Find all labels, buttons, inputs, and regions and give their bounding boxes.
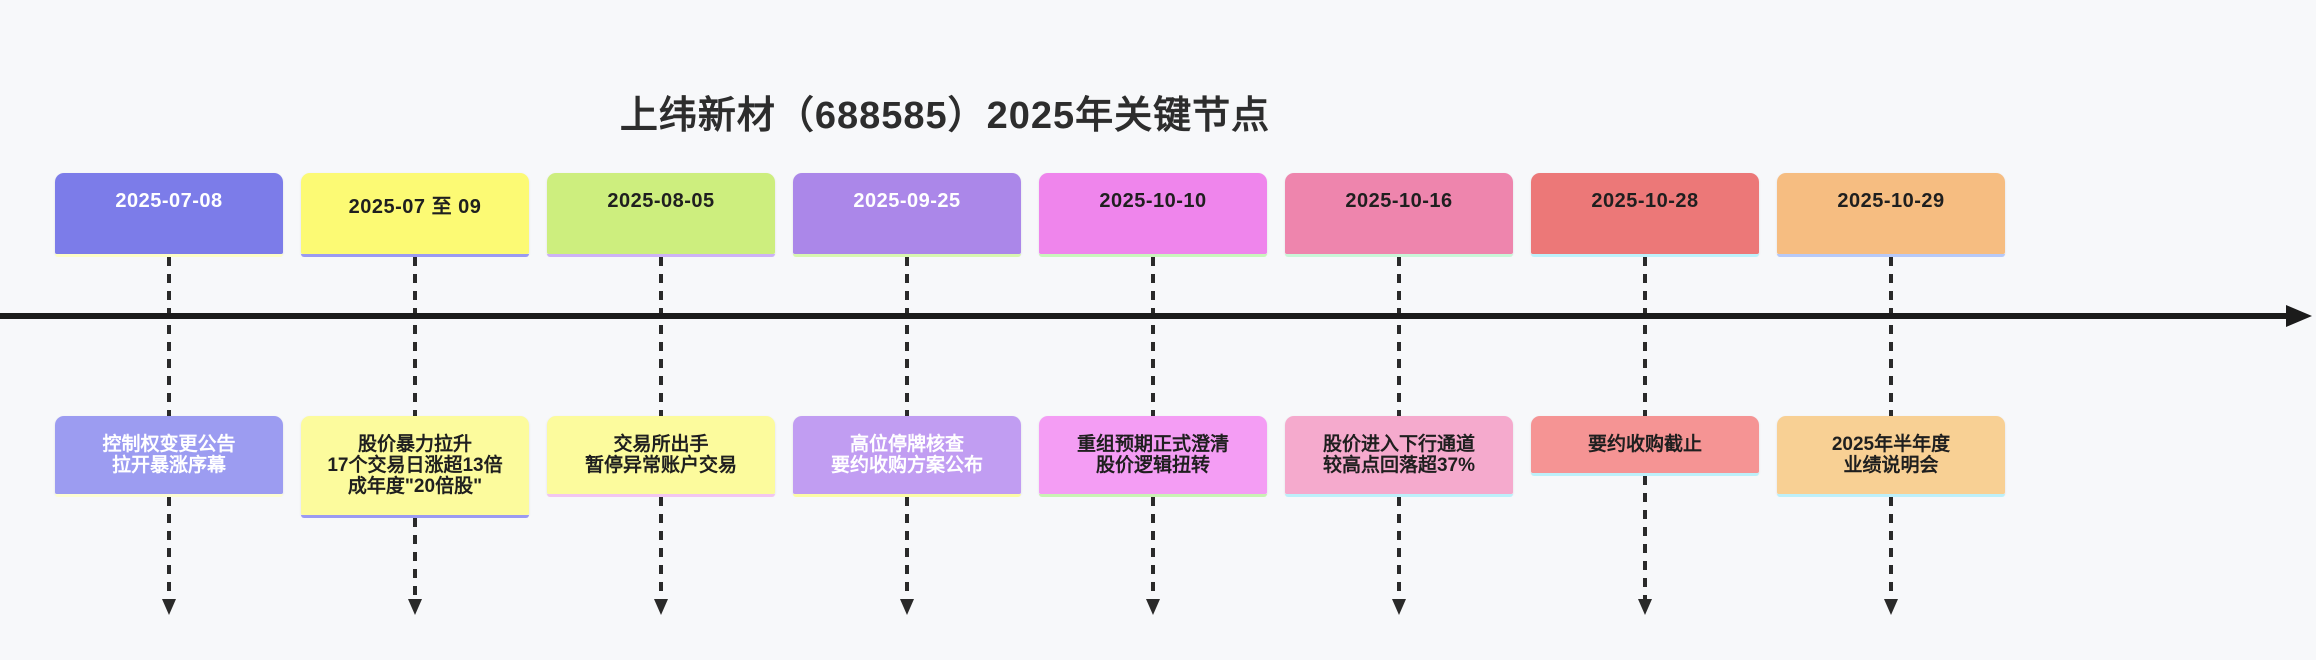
connector-dashed-line [1643, 257, 1647, 416]
connector-dashed-line [659, 497, 663, 599]
timeline-event-column: 2025-09-25 高位停牌核查要约收购方案公布 [784, 173, 1030, 615]
event-box-accent-strip [1285, 494, 1513, 497]
connector-dashed-line [1643, 476, 1647, 599]
event-description-line: 要约收购方案公布 [830, 455, 983, 476]
connector-dashed-line [1397, 257, 1401, 416]
event-description-line: 重组预期正式澄清 [1076, 434, 1229, 455]
event-description-line: 要约收购截止 [1587, 434, 1702, 455]
event-date-box: 2025-10-28 [1531, 173, 1759, 254]
timeline-event-column: 2025-10-29 2025年半年度业绩说明会 [1768, 173, 2014, 615]
event-description-line: 拉开暴涨序幕 [111, 455, 226, 476]
page-title: 上纬新材（688585）2025年关键节点 [619, 95, 1271, 137]
date-box-accent-strip [55, 254, 283, 257]
event-description-line: 股价进入下行通道 [1322, 434, 1475, 455]
connector-dashed-line [905, 497, 909, 599]
event-date-label: 2025-07 至 09 [348, 196, 482, 218]
event-box-accent-strip [793, 494, 1021, 497]
date-box-accent-strip [1285, 254, 1513, 257]
connector-dashed-line [167, 497, 171, 599]
date-box-accent-strip [301, 254, 529, 257]
event-description-box: 要约收购截止 [1531, 416, 1759, 473]
event-description-box: 交易所出手暂停异常账户交易 [547, 416, 775, 494]
down-arrow-icon [1638, 599, 1652, 615]
event-description-box: 高位停牌核查要约收购方案公布 [793, 416, 1021, 494]
timeline-axis-arrowhead-icon [2286, 305, 2312, 327]
event-box-accent-strip [1531, 473, 1759, 476]
down-arrow-icon [1884, 599, 1898, 615]
connector-dashed-line [1889, 257, 1893, 416]
connector-dashed-line [659, 257, 663, 416]
event-description-line: 2025年半年度 [1831, 434, 1951, 455]
event-description-line: 成年度"20倍股" [347, 476, 483, 497]
connector-dashed-line [905, 257, 909, 416]
timeline-event-column: 2025-07-08 控制权变更公告拉开暴涨序幕 [46, 173, 292, 615]
event-description-box: 2025年半年度业绩说明会 [1777, 416, 2005, 494]
event-date-label: 2025-10-16 [1345, 190, 1453, 212]
event-date-box: 2025-08-05 [547, 173, 775, 254]
event-date-box: 2025-07-08 [55, 173, 283, 254]
event-date-box: 2025-07 至 09 [301, 173, 529, 254]
event-date-label: 2025-10-29 [1837, 190, 1945, 212]
event-description-box: 股价进入下行通道较高点回落超37% [1285, 416, 1513, 494]
event-description-line: 业绩说明会 [1843, 455, 1939, 476]
event-date-label: 2025-09-25 [853, 190, 961, 212]
event-description-line: 控制权变更公告 [102, 434, 236, 455]
event-description-box: 重组预期正式澄清股价逻辑扭转 [1039, 416, 1267, 494]
connector-dashed-line [1397, 497, 1401, 599]
date-box-accent-strip [1039, 254, 1267, 257]
event-description-line: 较高点回落超37% [1322, 455, 1476, 476]
event-description-line: 17个交易日涨超13倍 [327, 455, 503, 476]
down-arrow-icon [900, 599, 914, 615]
event-description-line: 股价暴力拉升 [357, 434, 472, 455]
event-box-accent-strip [301, 515, 529, 518]
connector-dashed-line [1151, 257, 1155, 416]
connector-dashed-line [413, 257, 417, 416]
event-description-line: 高位停牌核查 [849, 434, 964, 455]
event-date-label: 2025-07-08 [115, 190, 223, 212]
event-date-label: 2025-08-05 [607, 190, 715, 212]
timeline-event-column: 2025-10-28 要约收购截止 [1522, 173, 1768, 615]
event-description-box: 控制权变更公告拉开暴涨序幕 [55, 416, 283, 494]
event-date-box: 2025-10-10 [1039, 173, 1267, 254]
connector-dashed-line [167, 257, 171, 416]
event-date-label: 2025-10-28 [1591, 190, 1699, 212]
timeline-columns: 2025-07-08 控制权变更公告拉开暴涨序幕 2025-07 至 09 股价… [46, 173, 2014, 615]
timeline-event-column: 2025-08-05 交易所出手暂停异常账户交易 [538, 173, 784, 615]
event-date-box: 2025-10-16 [1285, 173, 1513, 254]
down-arrow-icon [162, 599, 176, 615]
event-box-accent-strip [547, 494, 775, 497]
timeline-event-column: 2025-10-16 股价进入下行通道较高点回落超37% [1276, 173, 1522, 615]
connector-dashed-line [1889, 497, 1893, 599]
down-arrow-icon [1392, 599, 1406, 615]
event-description-line: 交易所出手 [613, 434, 709, 455]
down-arrow-icon [654, 599, 668, 615]
event-date-label: 2025-10-10 [1099, 190, 1207, 212]
down-arrow-icon [408, 599, 422, 615]
event-date-box: 2025-10-29 [1777, 173, 2005, 254]
connector-dashed-line [1151, 497, 1155, 599]
event-description-line: 暂停异常账户交易 [584, 455, 737, 476]
event-box-accent-strip [55, 494, 283, 497]
timeline-event-column: 2025-10-10 重组预期正式澄清股价逻辑扭转 [1030, 173, 1276, 615]
event-box-accent-strip [1777, 494, 2005, 497]
event-date-box: 2025-09-25 [793, 173, 1021, 254]
date-box-accent-strip [793, 254, 1021, 257]
connector-dashed-line [413, 518, 417, 599]
date-box-accent-strip [547, 254, 775, 257]
date-box-accent-strip [1531, 254, 1759, 257]
event-box-accent-strip [1039, 494, 1267, 497]
date-box-accent-strip [1777, 254, 2005, 257]
down-arrow-icon [1146, 599, 1160, 615]
event-description-line: 股价逻辑扭转 [1095, 455, 1210, 476]
